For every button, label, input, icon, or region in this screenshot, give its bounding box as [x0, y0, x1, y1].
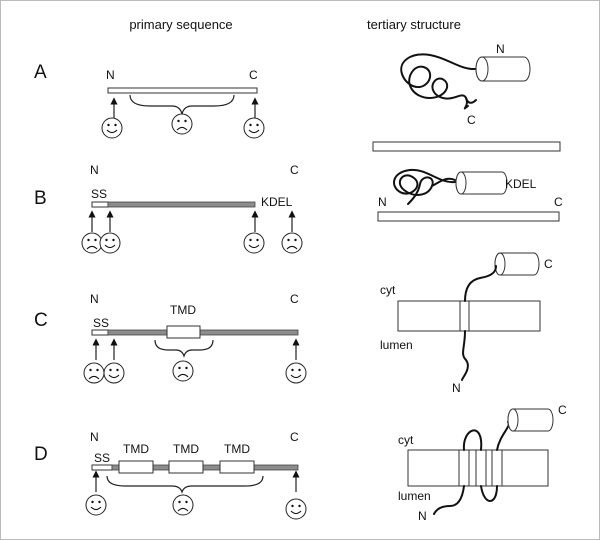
row-c-lumen-tail	[461, 330, 469, 381]
row-b-helix-cylinder	[455, 171, 508, 195]
row-b-membrane-bar	[377, 211, 560, 222]
row-b-ss-label: SS	[91, 187, 107, 201]
row-d-lumen-tail	[433, 485, 465, 515]
row-c-cyt-label: cyt	[380, 283, 396, 297]
row-a-c-tail	[465, 97, 477, 104]
row-c-sequence-bar	[107, 329, 299, 336]
row-a-protein-coil	[400, 53, 477, 110]
row-b-tertiary-n: N	[378, 195, 387, 209]
row-d-tm-helix-3	[491, 449, 503, 487]
row-b-c-terminus: C	[290, 163, 299, 177]
header-primary-sequence: primary sequence	[129, 17, 232, 32]
row-d-sad-face-middle	[172, 494, 194, 516]
row-d-happy-face-n	[85, 494, 107, 516]
row-b-happy-face-3	[243, 232, 265, 254]
row-a-n-terminus: N	[106, 68, 115, 82]
row-d-c-terminus: C	[290, 430, 299, 444]
row-b-signal-segment	[91, 201, 109, 208]
row-a-letter: A	[34, 62, 47, 83]
row-b-n-terminus: N	[90, 163, 99, 177]
row-d-brace	[106, 475, 264, 494]
row-c-n-terminus: N	[90, 292, 99, 306]
row-c-brace	[154, 339, 214, 358]
row-c-tmd-box	[166, 325, 201, 339]
row-b-happy-face-2	[99, 232, 121, 254]
row-d-sequence-bar	[111, 464, 299, 471]
row-b: B N C SS KDEL KDEL N C	[34, 163, 563, 254]
row-c-c-terminus: C	[290, 292, 299, 306]
row-d-lumen-label: lumen	[398, 489, 431, 503]
row-d-tertiary-n: N	[418, 509, 427, 523]
row-d-ss-label: SS	[94, 451, 110, 465]
row-a-helix-cylinder	[475, 56, 531, 82]
header-tertiary-structure: tertiary structure	[367, 17, 461, 32]
row-a-tertiary-n: N	[496, 42, 505, 56]
row-d-tertiary-c: C	[558, 403, 567, 417]
row-b-kdel-label: KDEL	[261, 195, 293, 209]
row-b-sad-face-1	[81, 232, 103, 254]
row-c-happy-face-3	[285, 362, 307, 384]
row-a-happy-face-c	[243, 117, 265, 139]
row-d-happy-face-c	[285, 498, 307, 520]
row-d-tmd-label-2: TMD	[173, 442, 199, 456]
row-b-sequence-bar	[107, 201, 256, 208]
row-b-letter: B	[34, 188, 47, 209]
row-d-helix-cylinder	[507, 408, 554, 432]
row-d: D N C SS TMD TMD TMD C cyt lumen N	[34, 403, 567, 523]
row-a-sad-face-middle	[171, 113, 193, 135]
row-d-tmd-box-1	[118, 460, 154, 474]
row-a-brace	[129, 94, 235, 115]
row-a: A N C N C	[34, 42, 561, 152]
row-a-sequence-bar	[107, 87, 258, 94]
row-a-tertiary-c: C	[467, 113, 476, 127]
row-c-tmd-label: TMD	[170, 303, 196, 317]
row-a-c-terminus: C	[249, 68, 258, 82]
row-d-lumen-loop	[480, 485, 498, 502]
row-c-signal-segment	[91, 329, 109, 336]
row-c-sad-face-1	[83, 362, 105, 384]
row-a-membrane-bar	[372, 141, 561, 152]
row-d-tmd-label-1: TMD	[123, 442, 149, 456]
row-d-signal-segment	[91, 464, 113, 471]
row-d-tmd-box-3	[219, 460, 255, 474]
row-d-tm-helix-2	[475, 449, 487, 487]
row-d-cyt-loop-1	[462, 429, 483, 451]
row-c-lumen-label: lumen	[380, 338, 413, 352]
row-d-cyt-tail	[496, 421, 510, 451]
row-c-tertiary-n: N	[452, 381, 461, 395]
row-b-tertiary-c: C	[554, 195, 563, 209]
row-d-letter: D	[34, 444, 48, 465]
row-c-helix-cylinder	[494, 252, 540, 276]
row-b-tertiary-kdel: KDEL	[505, 177, 537, 191]
row-b-sad-face-4	[281, 232, 303, 254]
row-b-protein-coil	[393, 168, 456, 205]
row-c-letter: C	[34, 310, 48, 331]
row-d-tmd-label-3: TMD	[224, 442, 250, 456]
row-c-cyt-loop	[464, 265, 497, 302]
row-c-sad-face-middle	[172, 360, 194, 382]
row-c-happy-face-2	[103, 362, 125, 384]
row-a-happy-face-n	[101, 117, 123, 139]
row-c: C N C SS TMD C cyt lumen N	[34, 252, 553, 395]
row-c-ss-label: SS	[93, 316, 109, 330]
row-d-n-terminus: N	[90, 430, 99, 444]
row-d-tmd-box-2	[168, 460, 204, 474]
row-d-tm-helix-1	[458, 449, 470, 487]
row-d-cyt-label: cyt	[398, 433, 414, 447]
row-c-tertiary-c: C	[544, 257, 553, 271]
row-c-tm-helix	[459, 300, 470, 332]
